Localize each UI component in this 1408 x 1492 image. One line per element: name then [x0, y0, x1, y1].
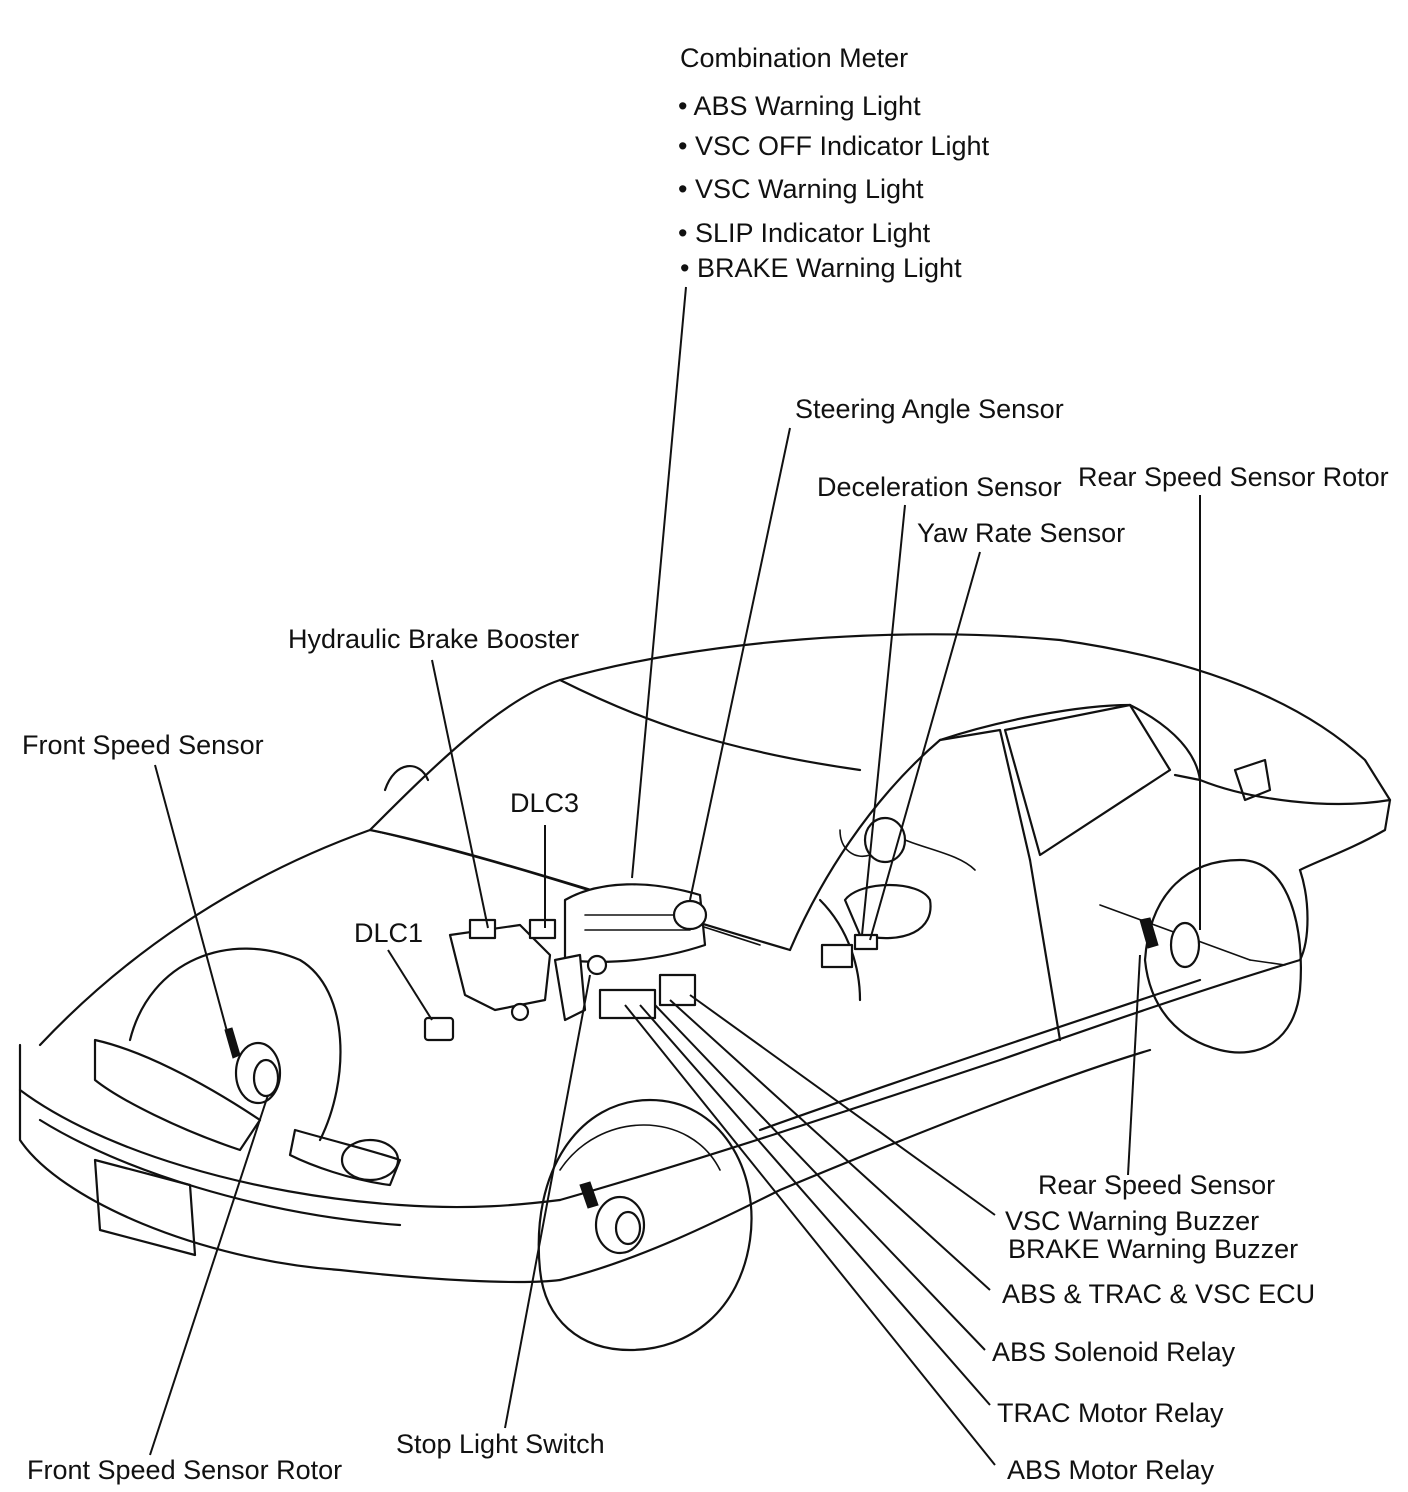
headlight-left	[93, 1038, 262, 1152]
leader-trac-motor-relay	[639, 1004, 991, 1406]
leader-steering-angle-sensor	[689, 427, 791, 901]
label-abs-trac-vsc-ecu: ABS & TRAC & VSC ECU	[1002, 1279, 1315, 1309]
license-plate	[93, 1158, 197, 1257]
leader-abs-trac-vsc-ecu	[669, 999, 991, 1291]
meter-item-slip-indicator-light: • SLIP Indicator Light	[678, 218, 931, 248]
windshield	[558, 678, 862, 772]
leader-front-speed-sensor-rotor	[149, 1094, 269, 1456]
rear-door-window	[1003, 703, 1172, 857]
leader-hydraulic-brake-booster	[431, 659, 489, 929]
body-side	[558, 958, 1302, 1202]
label-abs-solenoid-relay: ABS Solenoid Relay	[992, 1337, 1236, 1367]
relay-box	[658, 973, 697, 1007]
label-yaw-rate-sensor: Yaw Rate Sensor	[917, 518, 1125, 548]
meter-item-vsc-off-indicator-light: • VSC OFF Indicator Light	[678, 131, 990, 161]
leader-rear-speed-sensor	[1127, 954, 1141, 1176]
meter-item-vsc-warning-light: • VSC Warning Light	[678, 174, 924, 204]
label-brake-warning-buzzer: BRAKE Warning Buzzer	[1008, 1234, 1298, 1264]
deceleration-sensor	[853, 933, 879, 951]
combination-meter-title: Combination Meter	[680, 43, 908, 73]
door-line	[1028, 858, 1062, 1042]
label-dlc1: DLC1	[354, 918, 423, 948]
yaw-rate-sensor	[820, 943, 854, 969]
leader-abs-solenoid-relay	[654, 1004, 986, 1351]
leader-dlc1	[387, 949, 433, 1021]
abs-trac-vsc-ecu	[598, 988, 657, 1020]
label-deceleration-sensor: Deceleration Sensor	[817, 472, 1062, 502]
rear-quarter	[1198, 778, 1392, 872]
meter-item-abs-warning-light: • ABS Warning Light	[678, 91, 921, 121]
label-front-speed-sensor: Front Speed Sensor	[22, 730, 264, 760]
leader-stop-light-switch	[504, 974, 591, 1429]
leader-combination-meter	[631, 286, 687, 879]
front-bumper	[18, 1043, 562, 1284]
label-rear-speed-sensor: Rear Speed Sensor	[1038, 1170, 1275, 1200]
stop-light-switch-body	[553, 953, 587, 1022]
label-front-speed-sensor-rotor: Front Speed Sensor Rotor	[27, 1455, 342, 1485]
label-rear-speed-sensor-rotor: Rear Speed Sensor Rotor	[1078, 462, 1389, 492]
dlc1-connector	[423, 1016, 455, 1042]
leader-deceleration-sensor	[861, 504, 906, 936]
label-steering-angle-sensor: Steering Angle Sensor	[795, 394, 1064, 424]
leader-vsc-warning-buzzer	[689, 994, 996, 1216]
rear-speed-sensor-rotor	[1169, 921, 1201, 969]
car-roof	[368, 633, 1392, 832]
fuel-door	[1233, 758, 1272, 802]
a-pillar	[788, 703, 1132, 952]
label-abs-motor-relay: ABS Motor Relay	[1007, 1455, 1215, 1485]
leader-lines	[149, 286, 1201, 1466]
leader-abs-motor-relay	[624, 1004, 996, 1466]
label-trac-motor-relay: TRAC Motor Relay	[997, 1398, 1224, 1428]
rear-wheel	[1143, 858, 1302, 1054]
leader-front-speed-sensor	[154, 764, 229, 1036]
label-vsc-warning-buzzer: VSC Warning Buzzer	[1005, 1206, 1259, 1236]
leader-yaw-rate-sensor	[869, 551, 981, 941]
headlight-right	[288, 1128, 402, 1187]
label-dlc3: DLC3	[510, 788, 579, 818]
side-mirror	[843, 884, 932, 940]
labels: Combination Meter • ABS Warning Light • …	[22, 43, 1389, 1485]
hydraulic-brake-booster	[448, 923, 552, 1012]
meter-item-brake-warning-light: • BRAKE Warning Light	[680, 253, 962, 283]
front-wheel-right	[537, 1098, 753, 1352]
label-hydraulic-brake-booster: Hydraulic Brake Booster	[288, 624, 579, 654]
steering-angle-sensor-ring	[672, 899, 708, 931]
label-stop-light-switch: Stop Light Switch	[396, 1429, 605, 1459]
components	[224, 816, 1201, 1255]
front-wheel-left	[128, 947, 342, 1142]
